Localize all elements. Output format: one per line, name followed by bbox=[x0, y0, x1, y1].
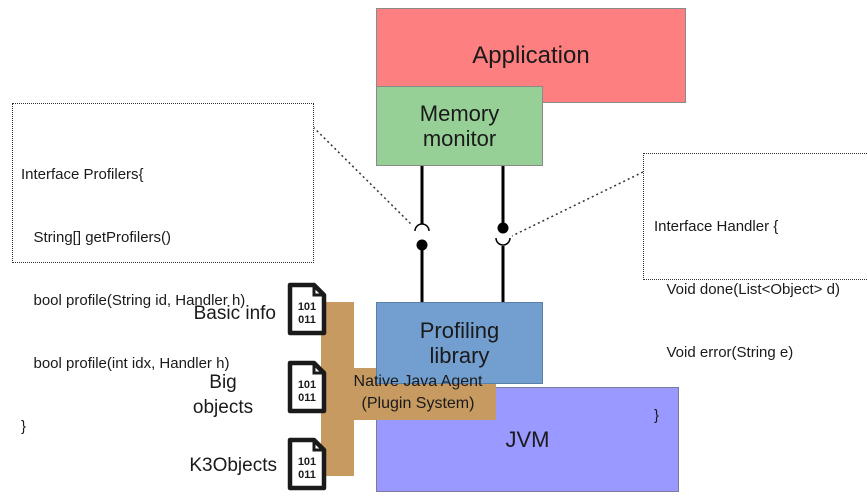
handler-interface-line: Interface Handler { bbox=[654, 218, 779, 235]
profilers-interface-line: bool profile(int idx, Handler h) bbox=[21, 355, 230, 372]
handler-interface-line: Void done(List<Object> d) bbox=[654, 281, 840, 298]
socket-arc-left bbox=[414, 223, 430, 232]
plugin-label-big-objects: Big objects bbox=[150, 370, 272, 420]
ball-right bbox=[497, 222, 509, 234]
binary-file-icon: 101 011 bbox=[287, 437, 327, 491]
binary-icon-bits-top: 101 bbox=[298, 379, 316, 391]
jvm-block: JVM bbox=[376, 387, 679, 492]
profilers-callout-line bbox=[298, 112, 413, 226]
plugin-label-k3objects: K3Objects bbox=[189, 455, 277, 476]
binary-icon-bits-top: 101 bbox=[298, 301, 316, 313]
binary-icon-bits-top: 101 bbox=[298, 456, 316, 468]
binary-icon-bits-bottom: 011 bbox=[298, 314, 316, 326]
profilers-interface-line: bool profile(String id, Handler h) bbox=[21, 292, 246, 309]
plugin-label-basic-info: Basic info bbox=[193, 303, 276, 324]
profilers-interface-box: Interface Profilers{ String[] getProfile… bbox=[12, 103, 314, 435]
handler-callout-line bbox=[511, 171, 644, 237]
memory-monitor-label-line2: monitor bbox=[422, 126, 497, 151]
memory-monitor-label-line1: Memory bbox=[419, 100, 500, 126]
handler-interface-box: Interface Handler { Void done(List<Objec… bbox=[643, 153, 867, 424]
native-agent-label-line2: (Plugin System) bbox=[361, 395, 475, 412]
handler-interface-line: } bbox=[654, 407, 660, 424]
binary-file-icon: 101 011 bbox=[287, 282, 327, 336]
profiling-library-block: Profiling library bbox=[376, 302, 543, 384]
socket-arc-right bbox=[495, 237, 511, 246]
profilers-interface-line: Interface Profilers{ bbox=[21, 166, 144, 183]
binary-icon-bits-bottom: 011 bbox=[298, 392, 316, 404]
profiling-library-label-line2: library bbox=[429, 343, 490, 368]
profilers-interface-line: } bbox=[21, 418, 27, 435]
plugin-label-big-line2: objects bbox=[192, 397, 254, 418]
binary-icon-bits-bottom: 011 bbox=[298, 469, 316, 481]
memory-monitor-block: Memory monitor bbox=[376, 86, 543, 166]
plugin-label-big-line1: Big bbox=[209, 372, 237, 393]
handler-interface-line: Void error(String e) bbox=[654, 344, 794, 361]
native-agent-label-line1: Native Java Agent bbox=[353, 373, 483, 390]
binary-file-icon: 101 011 bbox=[287, 360, 327, 414]
native-agent-label: Native Java Agent (Plugin System) bbox=[332, 371, 504, 415]
jvm-label: JVM bbox=[505, 426, 550, 452]
profilers-interface-line: String[] getProfilers() bbox=[21, 229, 172, 246]
application-label: Application bbox=[472, 41, 590, 69]
profiling-library-label-line1: Profiling bbox=[419, 317, 500, 343]
